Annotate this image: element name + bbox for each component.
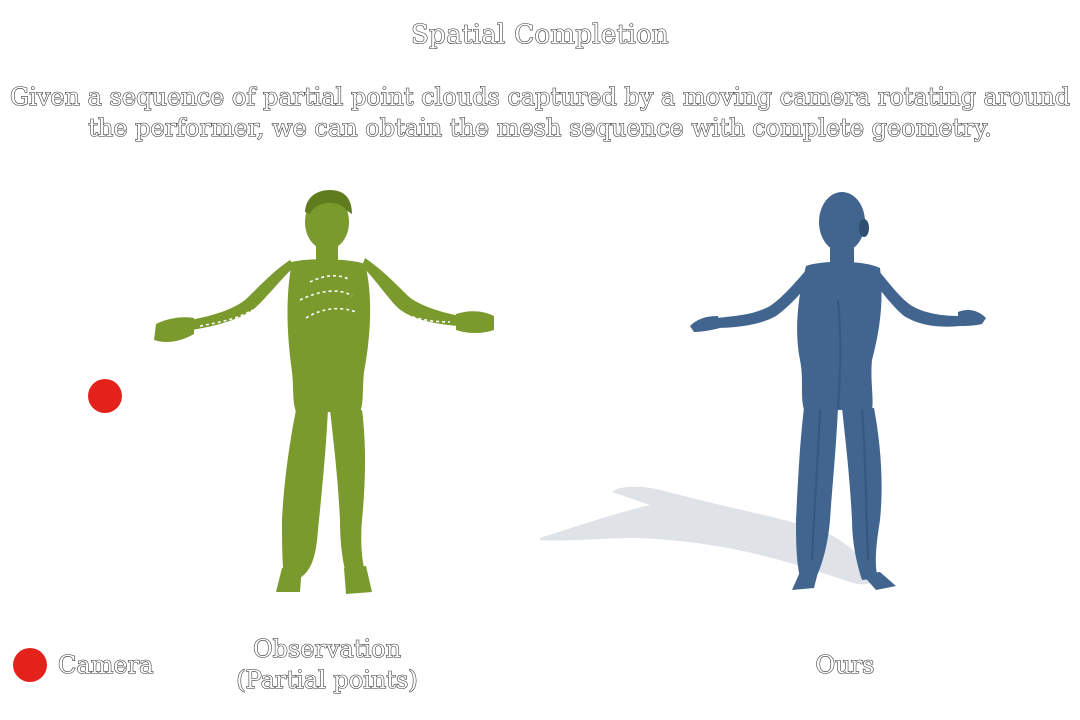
red-dot-icon [13, 648, 47, 682]
description-line-1: Given a sequence of partial point clouds… [9, 82, 1071, 111]
ours-ear [859, 219, 869, 237]
ours-figure [690, 192, 986, 590]
ours-left-foot [792, 572, 818, 590]
obs-right-foot [344, 566, 372, 594]
obs-left-foot [276, 566, 302, 592]
description: Given a sequence of partial point clouds… [0, 82, 1080, 144]
ours-head [819, 192, 865, 252]
mesh-shadow [540, 486, 874, 585]
observation-figure [154, 190, 494, 594]
obs-hair [305, 190, 352, 214]
camera-marker [88, 379, 122, 413]
ours-left-arm [714, 268, 812, 328]
obs-left-arm [190, 260, 295, 330]
legend-camera-label: Camera [57, 650, 154, 679]
ours-left-hand [690, 316, 720, 332]
ours-shading [811, 299, 869, 561]
ours-right-leg [842, 408, 882, 580]
description-line-2: the performer, we can obtain the mesh se… [88, 113, 993, 142]
ours-label: Ours [815, 650, 875, 679]
obs-right-arm [362, 258, 460, 326]
observation-label-line-1: Observation [252, 634, 402, 663]
obs-left-hand [154, 317, 194, 342]
obs-right-hand [456, 311, 494, 333]
ours-neck [830, 248, 854, 266]
observation-label-line-2: (Partial points) [236, 665, 419, 694]
page-title: Spatial Completion [410, 19, 669, 50]
obs-scan-lines [199, 274, 451, 327]
obs-right-leg [330, 410, 368, 586]
obs-head [305, 194, 349, 250]
obs-torso [287, 259, 371, 412]
observation-label: Observation (Partial points) [200, 634, 454, 696]
ours-right-hand [958, 310, 986, 326]
ours-right-arm [874, 270, 960, 327]
ours-left-leg [796, 408, 838, 578]
obs-left-leg [282, 410, 328, 578]
ours-right-foot [862, 572, 896, 590]
